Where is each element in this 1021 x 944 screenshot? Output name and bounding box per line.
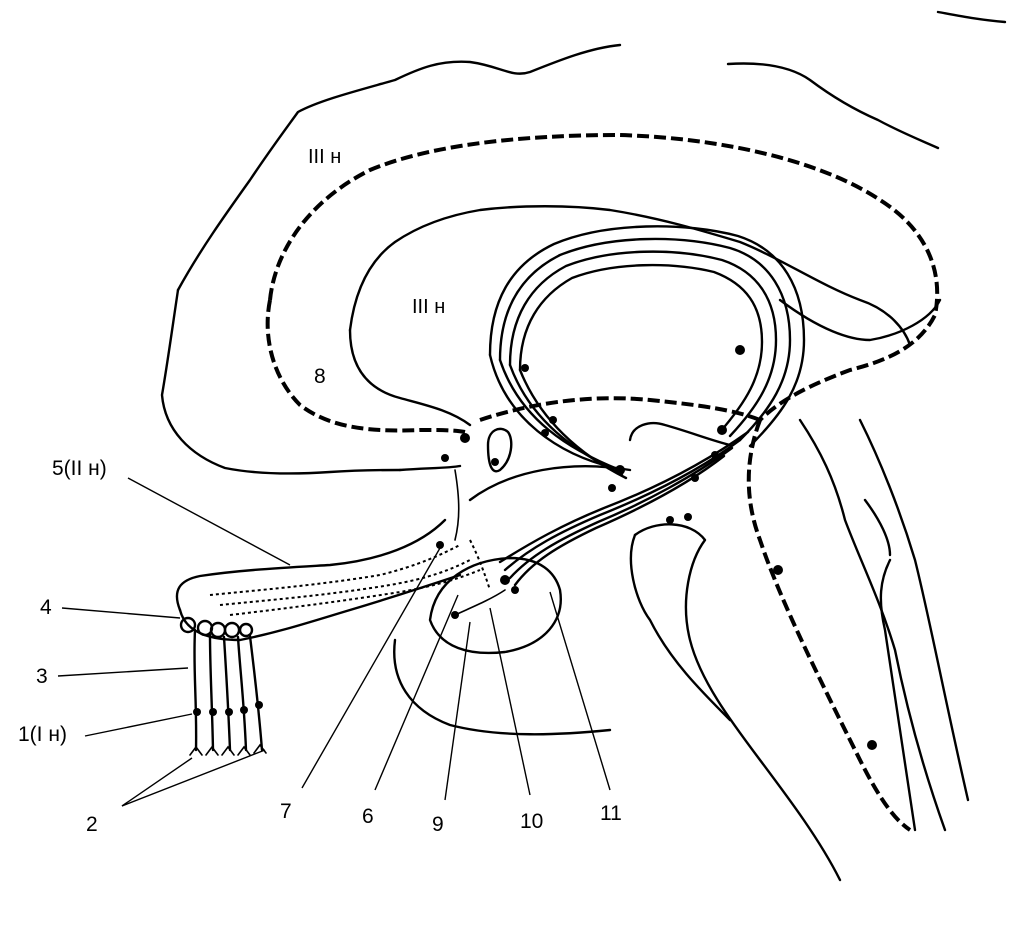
leader-10 <box>489 607 531 796</box>
label-10: 10 <box>520 810 543 833</box>
label-6: 6 <box>362 805 374 828</box>
neuron-cells <box>436 345 877 750</box>
leader-4 <box>61 607 181 619</box>
label-region-3-upper: III н <box>308 146 341 168</box>
olfactory-tract <box>175 518 481 642</box>
leader-9 <box>444 621 471 801</box>
label-8: 8 <box>314 365 326 388</box>
leader-5 <box>127 477 291 566</box>
label-2: 2 <box>86 813 98 836</box>
brain-outline <box>160 10 1007 475</box>
label-5: 5(II н) <box>52 457 107 480</box>
labels: III н III н 8 5(II н) 4 3 1(I н) 2 7 6 9… <box>18 146 622 836</box>
leader-7 <box>301 547 441 789</box>
label-7: 7 <box>280 800 292 823</box>
label-9: 9 <box>432 813 444 836</box>
label-4: 4 <box>40 596 52 619</box>
leader-2b <box>121 749 266 807</box>
dashed-tract <box>265 132 940 832</box>
leader-2a <box>121 757 193 807</box>
leader-11 <box>549 591 611 791</box>
label-region-3-inner: III н <box>412 296 445 318</box>
temporal-region <box>393 556 612 736</box>
cortex-contours <box>348 205 970 882</box>
label-3: 3 <box>36 665 48 688</box>
label-1: 1(I н) <box>18 723 67 746</box>
fornix-loop <box>488 225 806 480</box>
leader-6 <box>374 594 459 791</box>
leader-1 <box>84 713 193 737</box>
septal-loops <box>454 421 732 591</box>
receptor-neurons <box>179 616 267 756</box>
leader-3 <box>57 667 189 677</box>
leader-lines <box>57 477 611 807</box>
label-11: 11 <box>600 802 622 825</box>
